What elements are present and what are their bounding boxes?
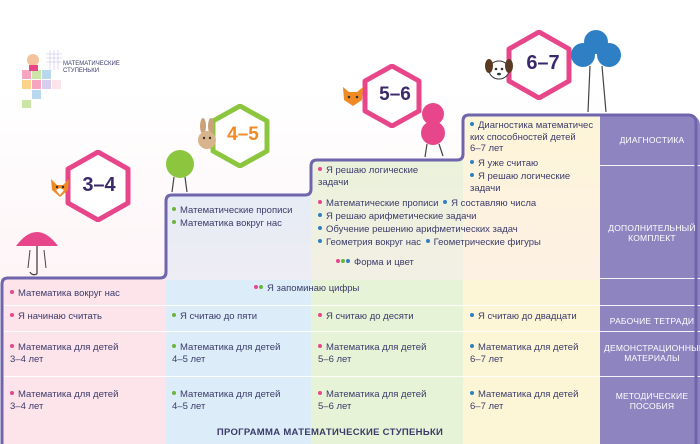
demo-3-4: Математика для детей 3–4 лет	[10, 342, 119, 365]
additional-item-logic-5-6: Я решаю логические задачи	[318, 165, 419, 188]
row-separator	[600, 165, 700, 166]
row-separator	[2, 331, 700, 332]
row-separator	[2, 305, 700, 306]
label-diagnostics: ДИАГНОСТИКА	[619, 135, 685, 145]
bullet-icon	[318, 200, 322, 205]
additional-item-training-5-6: Обучение решению арифметических задач	[318, 224, 518, 236]
cat-icon	[343, 87, 363, 106]
bullet-icon	[470, 344, 474, 349]
diagnostics-item: Диагностика математичес ких способностей…	[470, 120, 594, 154]
bullet-icon	[318, 213, 322, 218]
bullet-icon	[318, 313, 322, 318]
logo-line1: МАТЕМАТИЧЕСКИЕ	[63, 61, 120, 67]
logo: МАТЕМАТИЧЕСКИЕ СТУПЕНЬКИ	[20, 48, 140, 108]
dog-icon	[485, 59, 513, 80]
logo-line2: СТУПЕНЬКИ	[63, 67, 100, 74]
method-3-4: Математика для детей 3–4 лет	[10, 389, 119, 412]
badge-label-5-6: 5–6	[379, 84, 411, 105]
hexagon-badge-5-6	[362, 64, 422, 128]
bullet-icon	[443, 200, 448, 205]
bullet-icon	[172, 313, 176, 318]
bullet-icon	[470, 122, 474, 127]
bullet-icon	[425, 239, 430, 244]
bullet-icon	[172, 207, 176, 212]
row-separator	[600, 278, 700, 279]
demo-5-6: Математика для детей 5–6 лет	[318, 342, 427, 365]
bullet-icon	[318, 239, 322, 244]
label-methodical-manuals: МЕТОДИЧЕСКИЕ ПОСОБИЯ	[615, 391, 689, 411]
demo-6-7: Математика для детей 6–7 лет	[470, 342, 579, 365]
additional-item-arith-5-6: Я решаю арифметические задачи	[318, 211, 476, 223]
hexagon-badge-6-7	[506, 30, 572, 100]
additional-item-copybook-4-5: Математические прописи	[172, 205, 292, 217]
workbook-digits: Я запоминаю цифры	[254, 283, 359, 295]
method-5-6: Математика для детей 5–6 лет	[318, 389, 427, 412]
additional-item-logic-6-7: Я решаю логические задачи	[470, 171, 571, 194]
additional-item-counting-6-7: Я уже считаю	[470, 158, 538, 170]
green-ball-character-icon	[166, 150, 194, 193]
additional-item-copybook-5-6: Математические прописи Я составляю числа	[318, 198, 536, 210]
bullet-icon	[259, 285, 263, 290]
bullet-icon	[346, 259, 350, 264]
workbook-3-4: Я начинаю считать	[10, 311, 102, 323]
bullet-icon	[470, 173, 474, 178]
label-additional-kit: ДОПОЛНИТЕЛЬНЫЙ КОМПЛЕКТ	[608, 223, 696, 243]
additional-item-geometry-5-6: Геометрия вокруг нас Геометрические фигу…	[318, 237, 541, 249]
label-workbooks: РАБОЧИЕ ТЕТРАДИ	[609, 316, 695, 326]
label-demo-materials: ДЕМОНСТРАЦИОННЫЕ МАТЕРИАЛЫ	[604, 343, 700, 363]
bullet-icon	[10, 290, 14, 295]
bullet-icon	[10, 313, 14, 318]
bullet-icon	[10, 391, 14, 396]
badge-label-6-7: 6–7	[526, 52, 560, 74]
bullet-icon	[318, 226, 322, 231]
bullet-icon	[470, 160, 474, 165]
bullet-icon	[254, 285, 258, 290]
additional-item-around-4-5: Математика вокруг нас	[172, 218, 282, 230]
bullet-icon	[336, 259, 340, 264]
pink-eight-character-icon	[421, 103, 445, 158]
hexagon-badge-3-4	[65, 150, 131, 222]
workbook-4-5: Я считаю до пяти	[172, 311, 257, 323]
method-4-5: Математика для детей 4–5 лет	[172, 389, 281, 412]
bullet-icon	[318, 391, 322, 396]
umbrella-character-icon	[16, 232, 58, 276]
workbook-around-3-4: Математика вокруг нас	[10, 288, 120, 300]
logo-mosaic-icon	[22, 50, 62, 108]
category-sidebar	[600, 115, 700, 444]
bullet-icon	[172, 391, 176, 396]
demo-4-5: Математика для детей 4–5 лет	[172, 342, 281, 365]
workbook-6-7: Я считаю до двадцати	[470, 311, 577, 323]
badge-label-3-4: 3–4	[82, 174, 116, 196]
program-title: ПРОГРАММА МАТЕМАТИЧЕСКИЕ СТУПЕНЬКИ	[216, 427, 444, 438]
bullet-icon	[172, 220, 176, 225]
bullet-icon	[318, 344, 322, 349]
bullet-icon	[470, 391, 474, 396]
method-6-7: Математика для детей 6–7 лет	[470, 389, 579, 412]
bullet-icon	[318, 167, 322, 172]
bullet-icon	[172, 344, 176, 349]
bullet-icon	[470, 313, 474, 318]
fox-icon	[51, 179, 69, 197]
rabbit-icon	[198, 118, 216, 149]
row-separator	[2, 376, 700, 377]
badge-label-4-5: 4–5	[227, 124, 259, 145]
blue-tree-character-icon	[571, 30, 621, 113]
bullet-icon	[341, 259, 345, 264]
workbook-5-6: Я считаю до десяти	[318, 311, 414, 323]
bullet-icon	[10, 344, 14, 349]
additional-item-shape-color: Форма и цвет	[336, 257, 414, 269]
